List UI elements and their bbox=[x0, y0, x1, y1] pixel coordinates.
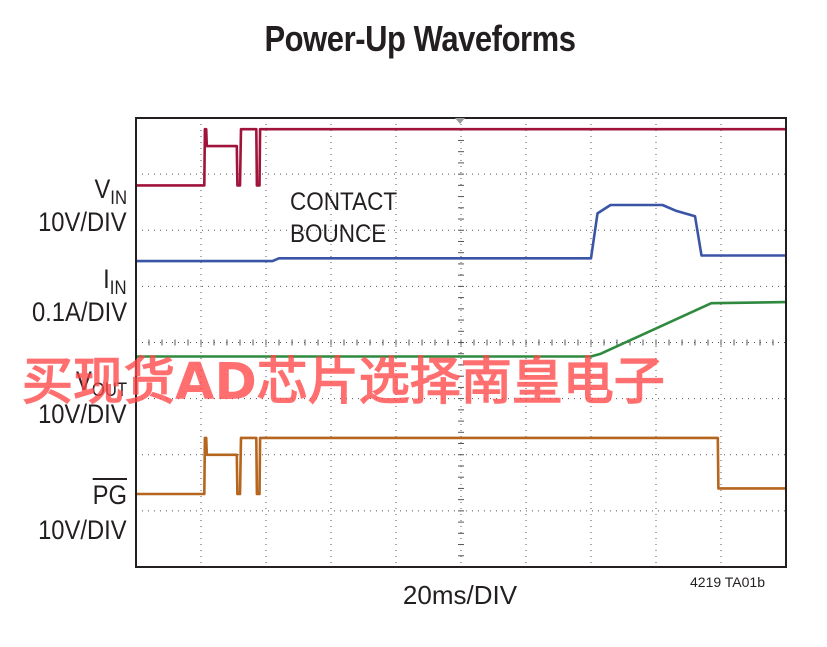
vin-label: VIN bbox=[94, 174, 127, 210]
pg-label: PG bbox=[92, 480, 127, 510]
figure-code: 4219 TA01b bbox=[690, 574, 765, 590]
watermark-text: 买现货AD芯片选择南皇电子 bbox=[22, 353, 665, 412]
iin-scale: 0.1A/DIV bbox=[31, 297, 127, 327]
trace-vout bbox=[136, 300, 787, 358]
chart-title: Power-Up Waveforms bbox=[264, 18, 576, 59]
pg-scale: 10V/DIV bbox=[38, 515, 127, 545]
grid bbox=[135, 117, 787, 568]
trace-iin bbox=[136, 203, 786, 263]
traces bbox=[136, 127, 787, 496]
trace-pg bbox=[136, 436, 786, 496]
annotation-line-2: BOUNCE bbox=[290, 220, 387, 248]
trace-vin bbox=[136, 127, 786, 187]
iin-label: IIN bbox=[103, 264, 127, 300]
trigger-marker bbox=[455, 118, 465, 124]
vout-label: VOUT bbox=[75, 366, 127, 402]
annotation-line-1: CONTACT bbox=[290, 188, 398, 216]
contact-bounce-annotation: CONTACT BOUNCE bbox=[290, 186, 397, 250]
vout-scale: 10V/DIV bbox=[38, 399, 127, 429]
vin-scale: 10V/DIV bbox=[38, 207, 127, 237]
x-axis-label: 20ms/DIV bbox=[402, 580, 518, 610]
